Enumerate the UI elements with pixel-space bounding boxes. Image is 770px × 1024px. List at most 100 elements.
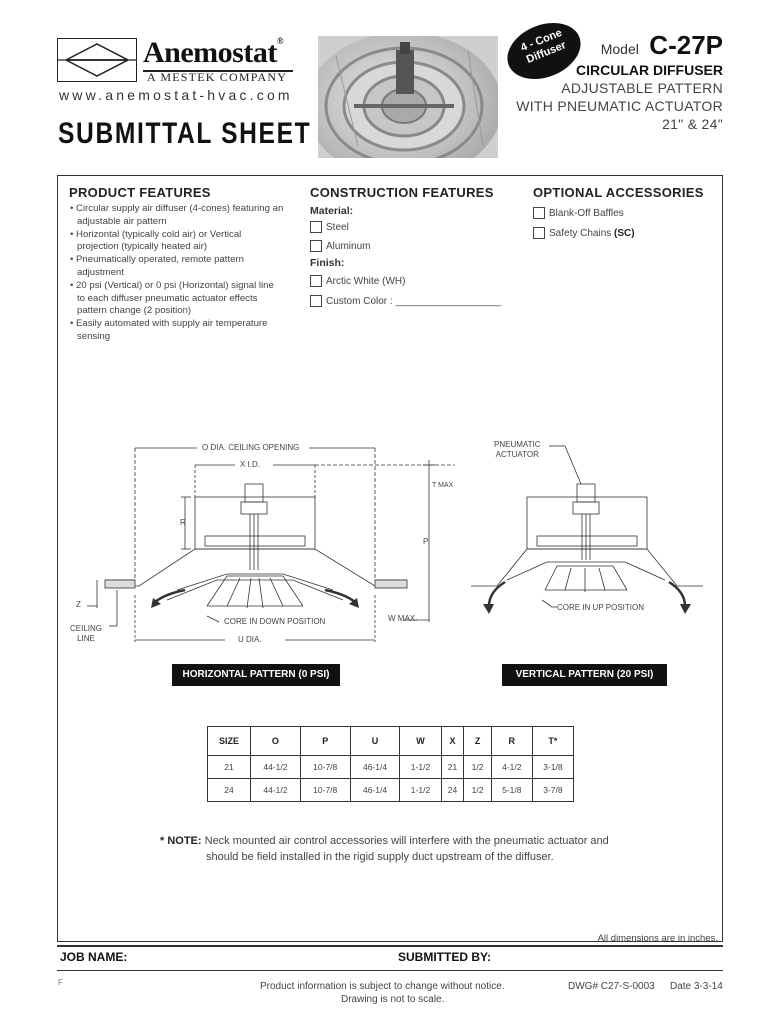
blank-off-baffles-option[interactable]: Blank-Off Baffles	[533, 207, 718, 219]
table-header-row: SIZE O P U W X Z R T*	[207, 726, 575, 756]
table-cell: 21	[207, 755, 251, 779]
feature-item: • 20 psi (Vertical) or 0 psi (Horizontal…	[70, 279, 274, 317]
product-features-heading: PRODUCT FEATURES	[69, 185, 211, 200]
vertical-pattern-label: VERTICAL PATTERN (20 PSI)	[502, 664, 667, 686]
feature-item: • Horizontal (typically cold air) or Ver…	[70, 228, 242, 253]
feature-item: • Circular supply air diffuser (4-cones)…	[70, 203, 284, 227]
model-label: Model	[600, 41, 639, 57]
diffuser-dimension-drawings	[87, 445, 703, 642]
neck-accessory-note: * NOTE: Neck mounted air control accesso…	[160, 835, 609, 863]
table-cell: 4-1/2	[490, 755, 533, 779]
optional-accessories-heading: OPTIONAL ACCESSORIES	[533, 185, 704, 200]
p-label: P	[423, 537, 429, 546]
table-cell: 3-7/8	[531, 778, 575, 802]
table-cell: 10-7/8	[299, 755, 351, 779]
arctic-white-option[interactable]: Arctic White (WH)	[310, 275, 520, 287]
submitted-by-label: SUBMITTED BY:	[398, 950, 492, 964]
table-cell: 5-1/8	[490, 778, 533, 802]
page-title: SUBMITTAL SHEET	[58, 117, 312, 150]
disclaimer-change: Product information is subject to change…	[260, 981, 505, 992]
steel-checkbox[interactable]	[310, 221, 322, 233]
table-cell: 3-1/8	[531, 755, 575, 779]
table-row: 24 44-1/2 10-7/8 46-1/4 1-1/2 24 1/2 5-1…	[207, 778, 575, 802]
model-number: C-27P	[649, 30, 723, 60]
table-header-cell: U	[349, 726, 401, 756]
drawing-number: DWG# C27-S-0003	[568, 981, 655, 992]
submittal-content-box	[57, 175, 723, 942]
feature-item: • Pneumatically operated, remote pattern…	[70, 254, 245, 278]
product-sizes: 21" & 24"	[662, 116, 723, 132]
job-name-label: JOB NAME:	[60, 950, 128, 964]
horizontal-pattern-label: HORIZONTAL PATTERN (0 PSI)	[172, 664, 340, 686]
table-header-cell: R	[490, 726, 533, 756]
table-cell: 1/2	[463, 755, 492, 779]
table-cell: 1/2	[463, 778, 492, 802]
product-photo	[306, 32, 502, 180]
cone-badge: 4 - Cone Diffuser	[504, 20, 584, 82]
dimensions-table: SIZE O P U W X Z R T* 21 44-1/2 10-7/8 4…	[207, 726, 575, 802]
disclaimer-scale: Drawing is not to scale.	[341, 994, 445, 1005]
table-header-cell: O	[250, 726, 301, 756]
core-down-label: CORE IN DOWN POSITION	[224, 617, 326, 626]
brand-name: Anemostat®	[143, 36, 284, 69]
table-cell: 24	[440, 778, 465, 802]
product-description-2: WITH PNEUMATIC ACTUATOR	[516, 98, 723, 114]
blank-off-baffles-checkbox[interactable]	[533, 207, 545, 219]
table-cell: 46-1/4	[349, 778, 401, 802]
table-cell: 44-1/2	[250, 755, 301, 779]
table-cell: 46-1/4	[349, 755, 401, 779]
brand-divider	[143, 70, 293, 72]
table-cell: 44-1/2	[250, 778, 301, 802]
anemostat-logo-mark	[57, 38, 137, 82]
optional-accessories-section: OPTIONAL ACCESSORIES Blank-Off Baffles S…	[533, 185, 718, 239]
material-label: Material:	[310, 205, 354, 217]
table-cell: 1-1/2	[399, 778, 442, 802]
company-name: A MESTEK COMPANY	[147, 70, 288, 84]
table-row: 21 44-1/2 10-7/8 46-1/4 1-1/2 21 1/2 4-1…	[207, 755, 575, 779]
product-features-section: PRODUCT FEATURES • Circular supply air d…	[69, 185, 284, 344]
corner-mark: F	[58, 978, 63, 987]
table-cell: 24	[207, 778, 251, 802]
table-header-cell: X	[440, 726, 465, 756]
table-header-cell: T*	[531, 726, 575, 756]
core-up-label: CORE IN UP POSITION	[557, 603, 644, 612]
u-dia-label: U DIA.	[238, 635, 262, 644]
footer-divider	[57, 945, 723, 947]
o-dia-label: O DIA. CEILING OPENING	[200, 443, 302, 452]
finish-label: Finish:	[310, 257, 345, 269]
z-label: Z	[76, 600, 81, 609]
table-header-cell: P	[299, 726, 351, 756]
steel-option[interactable]: Steel	[310, 221, 520, 233]
r-label: R	[180, 518, 186, 527]
feature-item: • Easily automated with supply air tempe…	[70, 318, 268, 342]
construction-features-heading: CONSTRUCTION FEATURES	[310, 185, 494, 200]
w-max-label: W MAX.	[388, 614, 418, 623]
model-heading: Model C-27P	[601, 30, 723, 61]
table-cell: 21	[440, 755, 465, 779]
custom-color-checkbox[interactable]	[310, 295, 322, 307]
arctic-white-checkbox[interactable]	[310, 275, 322, 287]
drawing-date: Date 3-3-14	[670, 981, 723, 992]
construction-features-section: CONSTRUCTION FEATURES Material: Steel Al…	[310, 185, 520, 307]
aluminum-checkbox[interactable]	[310, 240, 322, 252]
product-features-list: • Circular supply air diffuser (4-cones)…	[69, 203, 284, 344]
safety-chains-option[interactable]: Safety Chains (SC)	[533, 227, 718, 239]
footer-divider-bottom	[57, 970, 723, 971]
custom-color-option[interactable]: Custom Color : ___________________	[310, 295, 520, 307]
aluminum-option[interactable]: Aluminum	[310, 240, 520, 252]
dimensions-units-note: All dimensions are in inches.	[597, 933, 718, 944]
table-cell: 10-7/8	[299, 778, 351, 802]
t-max-label: T MAX	[432, 482, 454, 489]
table-cell: 1-1/2	[399, 755, 442, 779]
product-name: CIRCULAR DIFFUSER	[576, 62, 723, 78]
safety-chains-checkbox[interactable]	[533, 227, 545, 239]
x-id-label: X I.D.	[238, 460, 263, 469]
website-url[interactable]: www.anemostat-hvac.com	[59, 87, 293, 103]
table-header-cell: W	[399, 726, 442, 756]
note-label: * NOTE:	[160, 835, 202, 847]
product-description-1: ADJUSTABLE PATTERN	[561, 80, 723, 96]
table-header-cell: Z	[463, 726, 492, 756]
table-header-cell: SIZE	[207, 726, 251, 756]
